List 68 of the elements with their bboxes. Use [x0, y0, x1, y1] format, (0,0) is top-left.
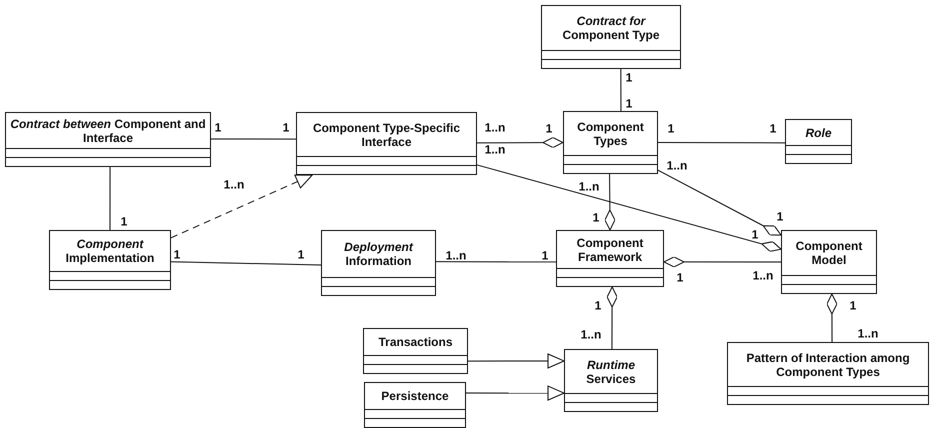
multiplicity-label: 1..n: [484, 122, 506, 134]
class-box: [556, 230, 664, 287]
multiplicity-label: 1..n: [580, 328, 602, 342]
multiplicity-label: 1: [676, 272, 684, 284]
aggregation-line: [606, 286, 618, 350]
class-box: [296, 112, 477, 175]
multiplicity-label: 1: [770, 122, 776, 136]
multiplicity-label: 1: [542, 250, 548, 262]
class-name: Contract for Component Type: [561, 14, 661, 42]
class-name: Component Framework: [576, 236, 644, 264]
aggregation-line: [604, 174, 616, 230]
multiplicity-label: 1..n: [752, 270, 774, 282]
class-name: Component Implementation: [64, 237, 156, 265]
aggregation-line: [664, 256, 782, 268]
class-name: Component Types: [576, 120, 645, 148]
association-line: [170, 261, 322, 266]
multiplicity-label: 1..n: [578, 180, 600, 194]
class-name: Runtime Services: [585, 358, 637, 386]
class-name: Contract between Component and Interface: [9, 116, 207, 144]
class-box: [564, 349, 658, 412]
multiplicity-label: 1: [752, 228, 758, 242]
association-line: [436, 261, 556, 262]
class-name: Role: [804, 126, 832, 140]
multiplicity-label: 1: [594, 300, 602, 312]
generalization-arrow: [466, 386, 564, 401]
class-box: [363, 328, 468, 374]
multiplicity-label: 1: [668, 122, 674, 136]
multiplicity-label: 1: [214, 122, 222, 134]
aggregation-line: [476, 164, 782, 252]
class-box: [781, 230, 877, 294]
class-box: [541, 5, 681, 69]
multiplicity-label: 1: [626, 72, 632, 84]
multiplicity-label: 1: [626, 98, 632, 110]
class-box: [563, 111, 658, 174]
association-line: [658, 142, 786, 144]
multiplicity-label: 1: [174, 248, 180, 262]
class-name: Pattern of Interaction among Component Types: [745, 350, 911, 378]
multiplicity-label: 1: [592, 212, 600, 224]
multiplicity-label: 1: [120, 216, 128, 228]
multiplicity-label: 1: [298, 248, 304, 262]
multiplicity-label: 1: [776, 210, 784, 224]
class-name: Component Type-Specific Interface: [312, 120, 462, 148]
class-box: [321, 230, 436, 296]
multiplicity-label: 1..n: [666, 160, 688, 172]
multiplicity-label: 1: [850, 300, 856, 312]
class-box: [5, 112, 211, 167]
multiplicity-label: 1..n: [484, 144, 506, 156]
aggregation-line: [826, 294, 838, 342]
association-line: [110, 166, 111, 230]
multiplicity-label: 1: [282, 122, 290, 134]
class-name: Deployment Information: [343, 240, 414, 268]
aggregation-line: [476, 137, 564, 148]
class-name: Transactions: [377, 335, 454, 349]
class-box: [364, 382, 466, 428]
multiplicity-label: 1..n: [446, 250, 466, 262]
class-name: Persistence: [380, 389, 450, 403]
association-line: [620, 68, 622, 112]
class-box: [785, 119, 852, 164]
multiplicity-label: 1: [546, 122, 552, 136]
multiplicity-label: 1..n: [224, 178, 244, 192]
realization-arrow: [170, 174, 313, 238]
multiplicity-label: 1..n: [858, 328, 878, 340]
class-box: [727, 342, 929, 405]
class-box: [49, 230, 171, 290]
aggregation-line: [658, 170, 782, 236]
class-name: Component Model: [794, 239, 864, 267]
association-line: [210, 138, 296, 140]
generalization-arrow: [468, 354, 564, 368]
